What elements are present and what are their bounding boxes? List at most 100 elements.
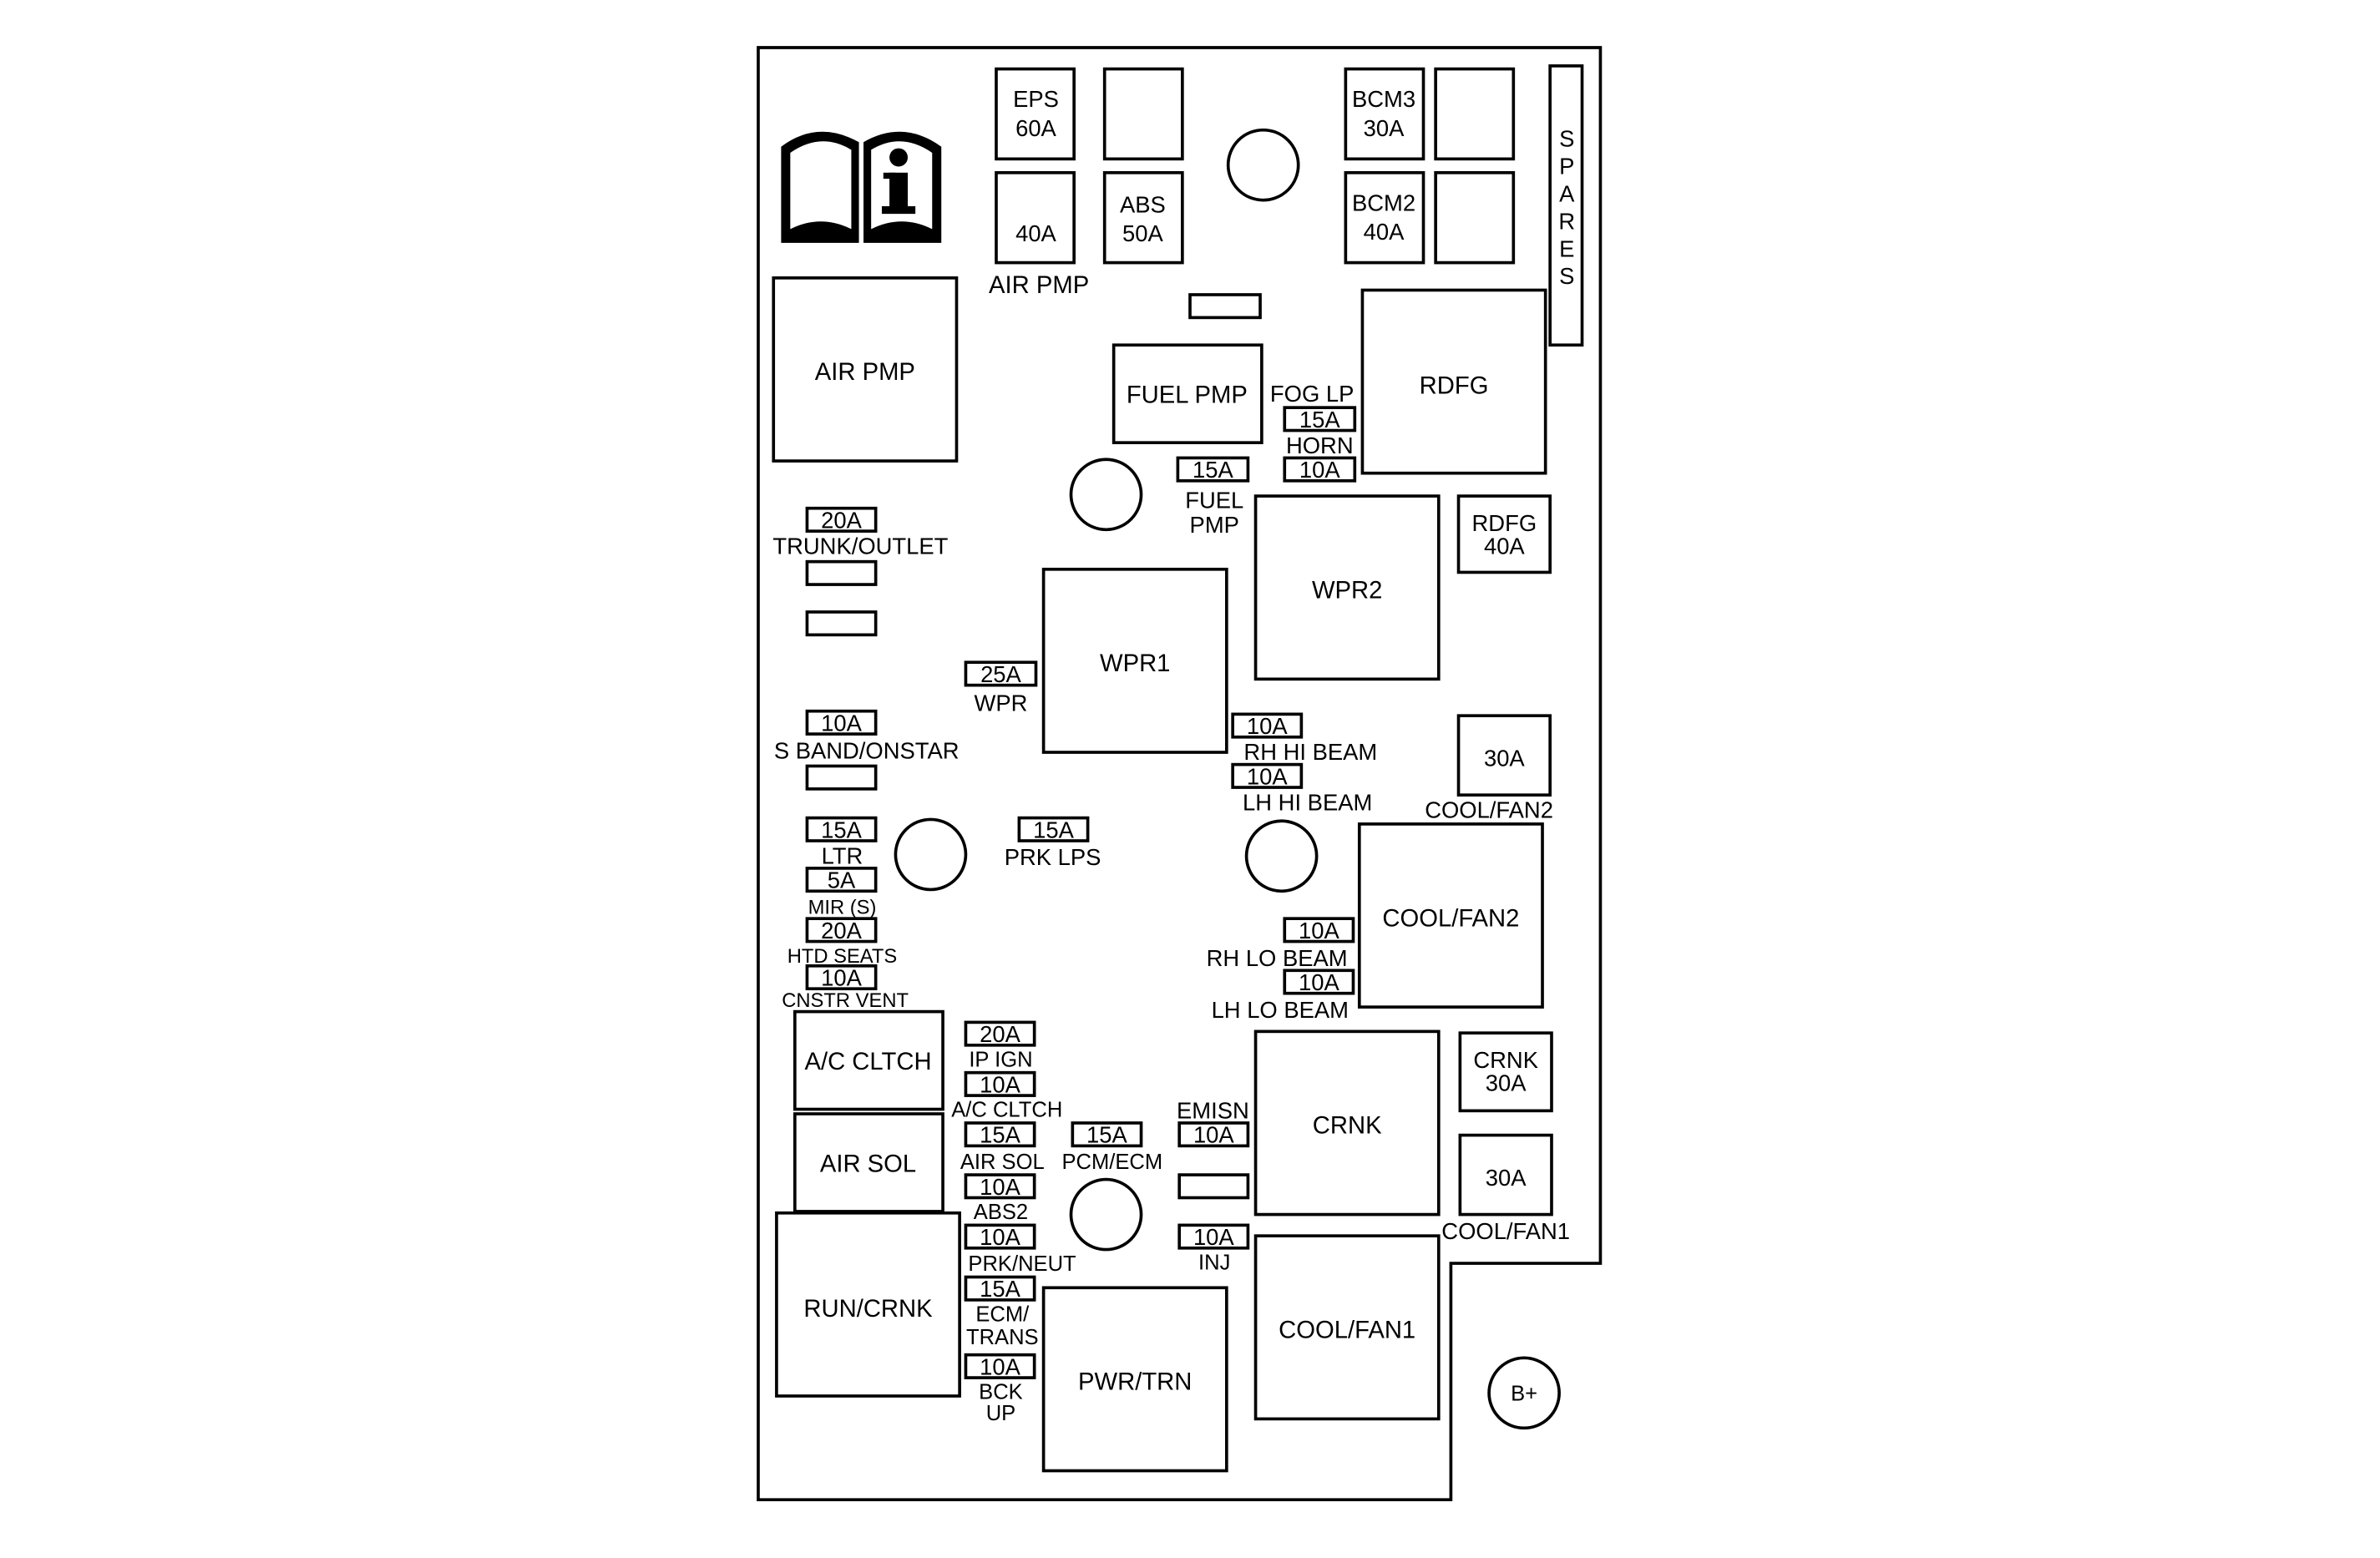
mounting-hole	[894, 817, 968, 892]
wpr1-relay-label: WPR1	[1100, 650, 1170, 677]
crnk-relay	[1253, 1029, 1441, 1217]
cool-fan2-fuse	[1456, 714, 1552, 797]
empty-mini-slot	[1177, 1173, 1250, 1200]
b-plus-label: B+	[1511, 1382, 1537, 1405]
prk-neut-label: PRK/NEUT	[968, 1252, 1076, 1276]
inj-fuse	[1177, 1223, 1250, 1250]
rdfg-relay	[1360, 288, 1547, 475]
ecm-trans-fuse-rating: 15A	[980, 1276, 1020, 1302]
bcm2-name: BCM2	[1352, 190, 1415, 215]
trunk-outlet-fuse-rating: 20A	[821, 507, 862, 533]
rh-hi-beam-label: RH HI BEAM	[1243, 739, 1377, 765]
ecm-trans-1-label: ECM/	[975, 1303, 1030, 1326]
ltr-label: LTR	[822, 842, 863, 868]
prk-lps-label: PRK LPS	[1005, 844, 1101, 870]
empty-mini-slot	[805, 610, 878, 637]
lh-hi-beam-fuse	[1231, 762, 1304, 789]
mounting-hole	[1226, 128, 1300, 202]
abs2-fuse	[964, 1173, 1036, 1200]
b-plus-terminal	[1487, 1356, 1561, 1430]
wpr-fuse	[964, 660, 1038, 687]
rh-lo-beam-fuse	[1283, 917, 1355, 943]
ltr-fuse	[805, 816, 878, 842]
ac-cltch-fuse-rating: 10A	[980, 1071, 1020, 1097]
s-band-onstar-label: S BAND/ONSTAR	[774, 737, 960, 763]
bck-up-1-label: BCK	[979, 1381, 1023, 1404]
mir-s-fuse	[805, 867, 878, 893]
ac-cltch-relay-label: A/C CLTCH	[804, 1049, 931, 1075]
inj-fuse-rating: 10A	[1193, 1224, 1234, 1250]
htd-seats-label: HTD SEATS	[787, 945, 898, 968]
prk-neut-fuse-rating: 10A	[980, 1224, 1020, 1250]
air-pmp-relay	[772, 276, 959, 463]
s-band-onstar-fuse-rating: 10A	[821, 710, 862, 736]
crnk-fuse-name: CRNK	[1473, 1047, 1538, 1073]
run-crnk-relay	[775, 1211, 961, 1398]
bcm3-name: BCM3	[1352, 86, 1415, 112]
ecm-trans-2-label: TRANS	[966, 1326, 1039, 1349]
crnk-relay-label: CRNK	[1313, 1113, 1382, 1140]
horn-fuse-rating: 10A	[1299, 457, 1340, 483]
mir-s-fuse-rating: 5A	[828, 868, 856, 893]
air-sol-relay-label: AIR SOL	[820, 1151, 916, 1177]
ecm-trans-fuse	[964, 1275, 1036, 1302]
air-pmp-fuse-rating: 40A	[1015, 220, 1056, 246]
ac-cltch-label: A/C CLTCH	[951, 1099, 1062, 1122]
eps-rating: 60A	[1015, 115, 1056, 141]
rh-lo-beam-fuse-rating: 10A	[1299, 918, 1339, 943]
cnstr-vent-fuse-rating: 10A	[821, 965, 862, 991]
air-pmp-fuse-label: AIR PMP	[989, 272, 1089, 299]
htd-seats-fuse-rating: 20A	[821, 918, 862, 943]
ip-ign-fuse-rating: 20A	[980, 1021, 1020, 1047]
cnstr-vent-fuse	[805, 964, 878, 991]
cool-fan2-small-label: COOL/FAN2	[1425, 797, 1553, 823]
pcm-ecm-fuse	[1071, 1121, 1143, 1148]
mini-fuse-layer: 15A 10A 15A 20A 25A 10A 10A 10A 15A 15A 5A 20A 10A 10…	[805, 406, 1357, 1379]
ac-cltch-fuse	[964, 1070, 1036, 1097]
bck-up-fuse	[964, 1353, 1036, 1379]
empty-mini-slot	[805, 764, 878, 791]
inj-label: INJ	[1198, 1251, 1230, 1274]
owner-manual-info-icon	[781, 131, 942, 243]
eps-name: EPS	[1013, 86, 1059, 112]
emisn-fuse-rating: 10A	[1193, 1122, 1234, 1148]
prk-neut-fuse	[964, 1223, 1036, 1250]
eps-fuse	[995, 67, 1076, 161]
cool-fan1-small-label: COOL/FAN1	[1441, 1218, 1570, 1244]
fog-lp-fuse	[1283, 406, 1357, 432]
crnk-fuse	[1458, 1031, 1553, 1113]
bcm3-fuse	[1344, 67, 1425, 161]
lh-lo-beam-label: LH LO BEAM	[1212, 997, 1349, 1023]
spares-strip	[1548, 64, 1584, 347]
rdfg-fuse	[1456, 494, 1552, 574]
air-sol-fuse-rating: 15A	[980, 1122, 1020, 1148]
horn-fuse	[1283, 456, 1357, 483]
rh-hi-beam-fuse-rating: 10A	[1247, 713, 1288, 739]
ltr-fuse-rating: 15A	[821, 817, 862, 842]
rdfg-fuse-rating: 40A	[1484, 534, 1525, 559]
mounting-hole	[1069, 458, 1143, 532]
wpr-fuse-rating: 25A	[980, 661, 1021, 687]
emisn-fuse	[1177, 1121, 1250, 1148]
cool-fan1-relay	[1253, 1234, 1441, 1421]
emisn-label: EMISN	[1177, 1097, 1249, 1123]
mir-s-label: MIR (S)	[808, 897, 877, 919]
fog-lp-fuse-rating: 15A	[1299, 407, 1340, 432]
bcm2-fuse	[1344, 170, 1425, 265]
air-pmp-relay-label: AIR PMP	[815, 359, 915, 386]
crnk-fuse-rating: 30A	[1486, 1070, 1527, 1096]
pwr-trn-relay	[1041, 1286, 1228, 1473]
abs2-label: ABS2	[974, 1201, 1028, 1224]
bck-up-2-label: UP	[986, 1402, 1016, 1425]
empty-maxi-slot	[1102, 67, 1184, 161]
prk-lps-fuse	[1017, 816, 1090, 842]
fuel-pmp-fuse-rating: 15A	[1193, 457, 1233, 483]
pcm-ecm-label: PCM/ECM	[1061, 1151, 1162, 1174]
fuel-pmp-relay-label: FUEL PMP	[1127, 382, 1248, 409]
lh-lo-beam-fuse-rating: 10A	[1299, 969, 1339, 995]
